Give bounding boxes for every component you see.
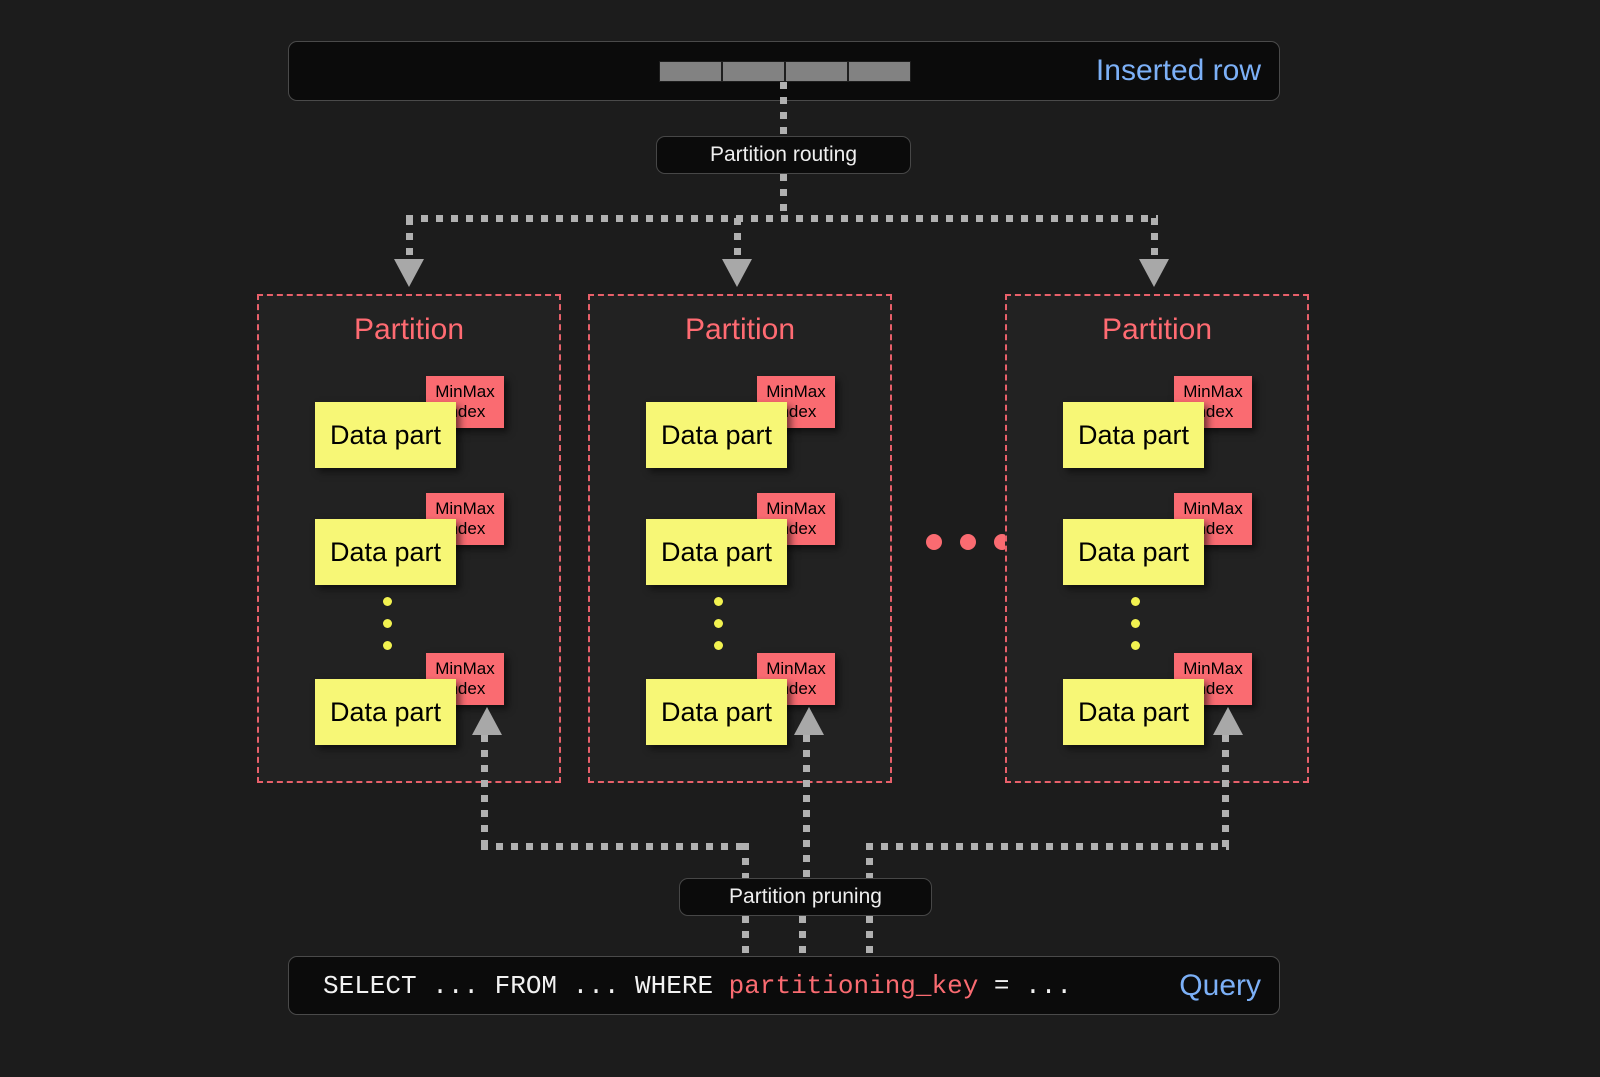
row-cell <box>659 61 722 82</box>
connector-pruning-to-query-1 <box>742 916 749 958</box>
data-part-box: Data part <box>315 402 456 468</box>
data-part-row: MinMax index Data part <box>1007 493 1307 585</box>
inserted-row-label: Inserted row <box>1095 54 1261 87</box>
partition-routing-box: Partition routing <box>656 136 911 174</box>
data-part-box: Data part <box>315 679 456 745</box>
row-cell <box>785 61 848 82</box>
minmax-line-1: MinMax <box>1183 659 1243 678</box>
data-part-box: Data part <box>646 679 787 745</box>
query-partitioning-key: partitioning_key <box>728 970 979 1001</box>
minmax-line-1: MinMax <box>1183 499 1243 518</box>
partition-pruning-label: Partition pruning <box>729 885 882 908</box>
data-part-row: MinMax index Data part <box>590 376 890 468</box>
connector-pruning-to-query-3 <box>866 916 873 958</box>
query-label: Query <box>1179 968 1261 1002</box>
partition-title: Partition <box>353 313 465 346</box>
minmax-line-1: MinMax <box>766 499 826 518</box>
ellipsis-dot <box>714 619 723 628</box>
ellipsis-dot <box>926 534 942 550</box>
data-part-box: Data part <box>1063 679 1204 745</box>
data-part-row: MinMax index Data part <box>1007 376 1307 468</box>
query-bar: SELECT ... FROM ... WHERE partitioning_k… <box>288 956 1280 1015</box>
connector-routing-down <box>780 174 787 218</box>
data-part-box: Data part <box>1063 519 1204 585</box>
data-part-row: MinMax index Data part <box>590 653 890 745</box>
arrow-into-data-part-2 <box>794 707 824 735</box>
data-part-row: MinMax index Data part <box>1007 653 1307 745</box>
connector-prune-h-1 <box>481 843 749 850</box>
data-part-box: Data part <box>646 402 787 468</box>
data-part-row: MinMax index Data part <box>259 493 559 585</box>
partition-box-2: Partition MinMax index Data part MinMax … <box>588 294 892 783</box>
partition-title: Partition <box>1101 313 1213 346</box>
connector-routing-branch-3 <box>1151 218 1158 264</box>
query-prefix: SELECT ... FROM ... WHERE <box>323 970 729 1001</box>
row-cell <box>722 61 785 82</box>
data-part-box: Data part <box>315 519 456 585</box>
minmax-line-1: MinMax <box>435 382 495 401</box>
data-parts-ellipsis <box>383 597 392 663</box>
ellipsis-dot <box>383 619 392 628</box>
data-part-box: Data part <box>1063 402 1204 468</box>
partition-routing-label: Partition routing <box>709 143 858 166</box>
data-part-row: MinMax index Data part <box>259 653 559 745</box>
ellipsis-dot <box>383 597 392 606</box>
partition-box-1: Partition MinMax index Data part MinMax … <box>257 294 561 783</box>
connector-prune-up-1 <box>481 735 488 850</box>
row-cell <box>848 61 911 82</box>
connector-prune-h-3 <box>866 843 1229 850</box>
query-text: SELECT ... FROM ... WHERE partitioning_k… <box>323 971 1072 1001</box>
connector-pruning-to-query-2 <box>799 916 806 958</box>
minmax-line-1: MinMax <box>435 499 495 518</box>
connector-insert-to-routing <box>780 82 787 138</box>
connector-prune-up-3 <box>1222 735 1229 850</box>
partition-box-3: Partition MinMax index Data part MinMax … <box>1005 294 1309 783</box>
arrow-into-partition-3 <box>1139 259 1169 287</box>
data-parts-ellipsis <box>714 597 723 663</box>
ellipsis-dot <box>1131 641 1140 650</box>
connector-prune-drop-3 <box>866 843 873 883</box>
minmax-line-1: MinMax <box>766 659 826 678</box>
connector-prune-drop-1 <box>742 843 749 883</box>
arrow-into-partition-1 <box>394 259 424 287</box>
ellipsis-dot <box>960 534 976 550</box>
partition-pruning-box: Partition pruning <box>679 878 932 916</box>
arrow-into-data-part-1 <box>472 707 502 735</box>
ellipsis-dot <box>714 597 723 606</box>
ellipsis-dot <box>714 641 723 650</box>
inserted-row-cells <box>659 61 911 82</box>
connector-routing-bus <box>406 215 1158 222</box>
data-parts-ellipsis <box>1131 597 1140 663</box>
query-suffix: = ... <box>978 970 1072 1001</box>
partition-title: Partition <box>684 313 796 346</box>
data-part-row: MinMax index Data part <box>259 376 559 468</box>
arrow-into-data-part-3 <box>1213 707 1243 735</box>
data-part-box: Data part <box>646 519 787 585</box>
ellipsis-dot <box>1131 619 1140 628</box>
connector-routing-branch-2 <box>734 218 741 264</box>
minmax-line-1: MinMax <box>1183 382 1243 401</box>
minmax-line-1: MinMax <box>435 659 495 678</box>
connector-prune-up-2 <box>803 735 810 880</box>
ellipsis-dot <box>1131 597 1140 606</box>
ellipsis-dot <box>383 641 392 650</box>
connector-routing-branch-1 <box>406 218 413 264</box>
minmax-line-1: MinMax <box>766 382 826 401</box>
data-part-row: MinMax index Data part <box>590 493 890 585</box>
arrow-into-partition-2 <box>722 259 752 287</box>
